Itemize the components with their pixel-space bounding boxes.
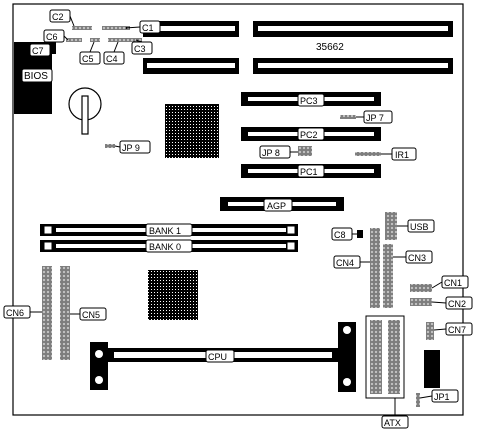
label-jp1: JP1 (434, 392, 450, 402)
top-slots (143, 21, 453, 74)
cn1-header (410, 284, 432, 292)
label-c4: C4 (106, 54, 118, 64)
usb-header (385, 212, 397, 240)
label-cn2: CN2 (448, 299, 466, 309)
label-pc2: PC2 (300, 130, 318, 140)
bank1-box (145, 223, 193, 237)
jp9-jumper (105, 144, 115, 148)
chipset-south (148, 270, 198, 320)
agp-box (263, 198, 293, 212)
chipset-north (165, 104, 219, 158)
label-jp7: JP 7 (366, 113, 384, 123)
label-cn6: CN6 (6, 308, 24, 318)
label-jp9: JP 9 (122, 143, 140, 153)
cn6-header (42, 266, 52, 360)
label-usb: USB (410, 222, 429, 232)
atx-connector (365, 315, 405, 399)
cn4-header (370, 228, 380, 308)
ir1-header (355, 152, 381, 156)
label-c5: C5 (82, 54, 94, 64)
pc1-box (297, 164, 325, 178)
capacitors (52, 26, 142, 54)
battery (68, 87, 102, 135)
leader-lines (30, 15, 447, 416)
label-cpu: CPU (208, 352, 227, 362)
label-bank0: BANK 0 (149, 242, 181, 252)
pc3-box (297, 93, 325, 107)
label-pc1: PC1 (300, 167, 318, 177)
jp7-jumper (340, 115, 356, 119)
label-bank1: BANK 1 (149, 226, 181, 236)
cn7-header (426, 322, 434, 340)
bios-box (21, 68, 53, 83)
label-c6: C6 (46, 32, 58, 42)
label-cn3: CN3 (408, 253, 426, 263)
rear-port (424, 350, 440, 388)
label-pc3: PC3 (300, 96, 318, 106)
jp8-jumper (298, 146, 312, 156)
jp1-jumper (416, 393, 420, 407)
label-c2: C2 (52, 12, 64, 22)
label-texts: C2 C1 C6 C5 C4 C3 C7 BIOS PC3 JP 7 JP 9 … (6, 12, 466, 428)
label-c8: C8 (334, 230, 346, 240)
label-atx: ATX (384, 418, 401, 428)
bank0-box (145, 239, 193, 253)
label-c3: C3 (134, 44, 146, 54)
cn3-header (383, 244, 393, 308)
cn2-header (410, 298, 432, 306)
label-agp: AGP (267, 201, 286, 211)
cpu-box (205, 349, 235, 363)
label-c7: C7 (32, 46, 44, 56)
label-jp8: JP 8 (262, 148, 280, 158)
label-cn5: CN5 (82, 310, 100, 320)
c8-cap (357, 230, 363, 238)
cn5-header (60, 266, 70, 360)
label-ir1: IR1 (395, 150, 409, 160)
label-cn4: CN4 (336, 258, 354, 268)
label-cn1: CN1 (444, 278, 462, 288)
label-bios: BIOS (24, 71, 48, 82)
pc2-box (297, 127, 325, 141)
label-cn7: CN7 (448, 325, 466, 335)
label-c1: C1 (142, 23, 154, 33)
board-model-number: 35662 (316, 42, 344, 53)
